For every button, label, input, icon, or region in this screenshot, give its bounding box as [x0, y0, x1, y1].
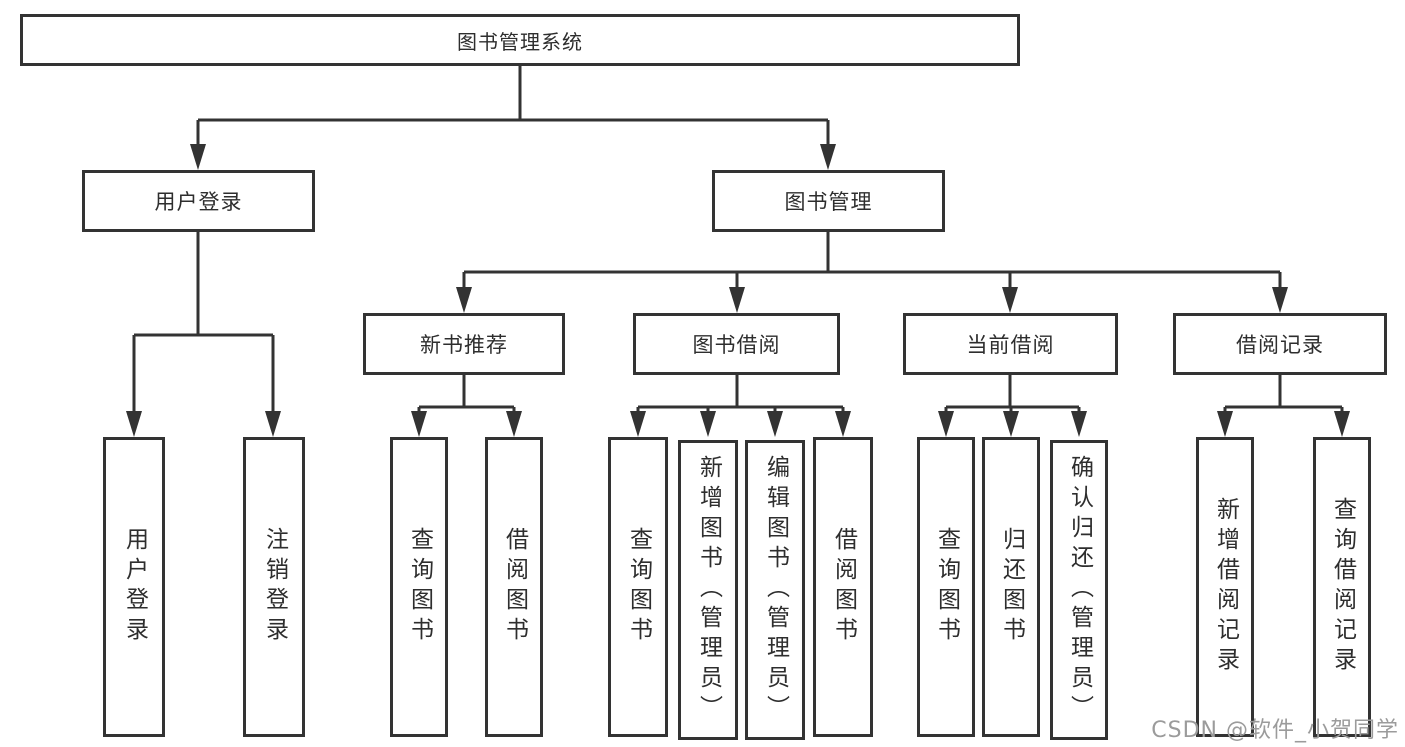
node-new-book-recommend: 新书推荐 [363, 313, 565, 375]
leaf-logout: 注销登录 [243, 437, 305, 737]
node-current-borrow-label: 当前借阅 [966, 333, 1055, 357]
node-root-label: 图书管理系统 [457, 29, 583, 54]
node-root: 图书管理系统 [20, 14, 1020, 66]
leaf-recommend-borrow-book-label: 借阅图书 [501, 527, 528, 647]
node-new-book-recommend-label: 新书推荐 [420, 333, 508, 357]
node-book-management: 图书管理 [712, 170, 945, 232]
leaf-recommend-query-book: 查询图书 [390, 437, 448, 737]
leaf-current-query-book-label: 查询图书 [933, 527, 960, 647]
csdn-watermark: CSDN @软件_小贺同学 [1151, 718, 1399, 743]
node-borrow-records: 借阅记录 [1173, 313, 1387, 375]
leaf-records-add-record-label: 新增借阅记录 [1212, 497, 1239, 677]
node-book-management-label: 图书管理 [784, 190, 873, 214]
leaf-current-return-book-label: 归还图书 [998, 527, 1025, 647]
leaf-borrow-add-book: 新增图书（管理员） [678, 440, 738, 740]
leaf-current-confirm-return-label: 确认归还（管理员） [1066, 455, 1093, 725]
node-book-borrow: 图书借阅 [633, 313, 840, 375]
node-user-login: 用户登录 [82, 170, 315, 232]
leaf-current-return-book: 归还图书 [982, 437, 1040, 737]
leaf-user-login-label: 用户登录 [121, 527, 148, 647]
leaf-current-query-book: 查询图书 [917, 437, 975, 737]
leaf-borrow-add-book-label: 新增图书（管理员） [695, 455, 722, 725]
leaf-borrow-query-book: 查询图书 [608, 437, 668, 737]
node-book-borrow-label: 图书借阅 [692, 333, 781, 357]
leaf-recommend-query-book-label: 查询图书 [406, 527, 433, 647]
leaf-borrow-edit-book-label: 编辑图书（管理员） [762, 455, 789, 725]
leaf-borrow-query-book-label: 查询图书 [625, 527, 652, 647]
leaf-records-query-record-label: 查询借阅记录 [1329, 497, 1356, 677]
leaf-borrow-edit-book: 编辑图书（管理员） [745, 440, 805, 740]
leaf-logout-label: 注销登录 [261, 527, 288, 647]
leaf-recommend-borrow-book: 借阅图书 [485, 437, 543, 737]
node-current-borrow: 当前借阅 [903, 313, 1118, 375]
leaf-borrow-borrow-book-label: 借阅图书 [830, 527, 857, 647]
leaf-current-confirm-return: 确认归还（管理员） [1050, 440, 1108, 740]
leaf-records-add-record: 新增借阅记录 [1196, 437, 1254, 737]
node-user-login-label: 用户登录 [154, 190, 243, 214]
node-borrow-records-label: 借阅记录 [1236, 333, 1324, 357]
leaf-records-query-record: 查询借阅记录 [1313, 437, 1371, 737]
leaf-borrow-borrow-book: 借阅图书 [813, 437, 873, 737]
leaf-user-login: 用户登录 [103, 437, 165, 737]
